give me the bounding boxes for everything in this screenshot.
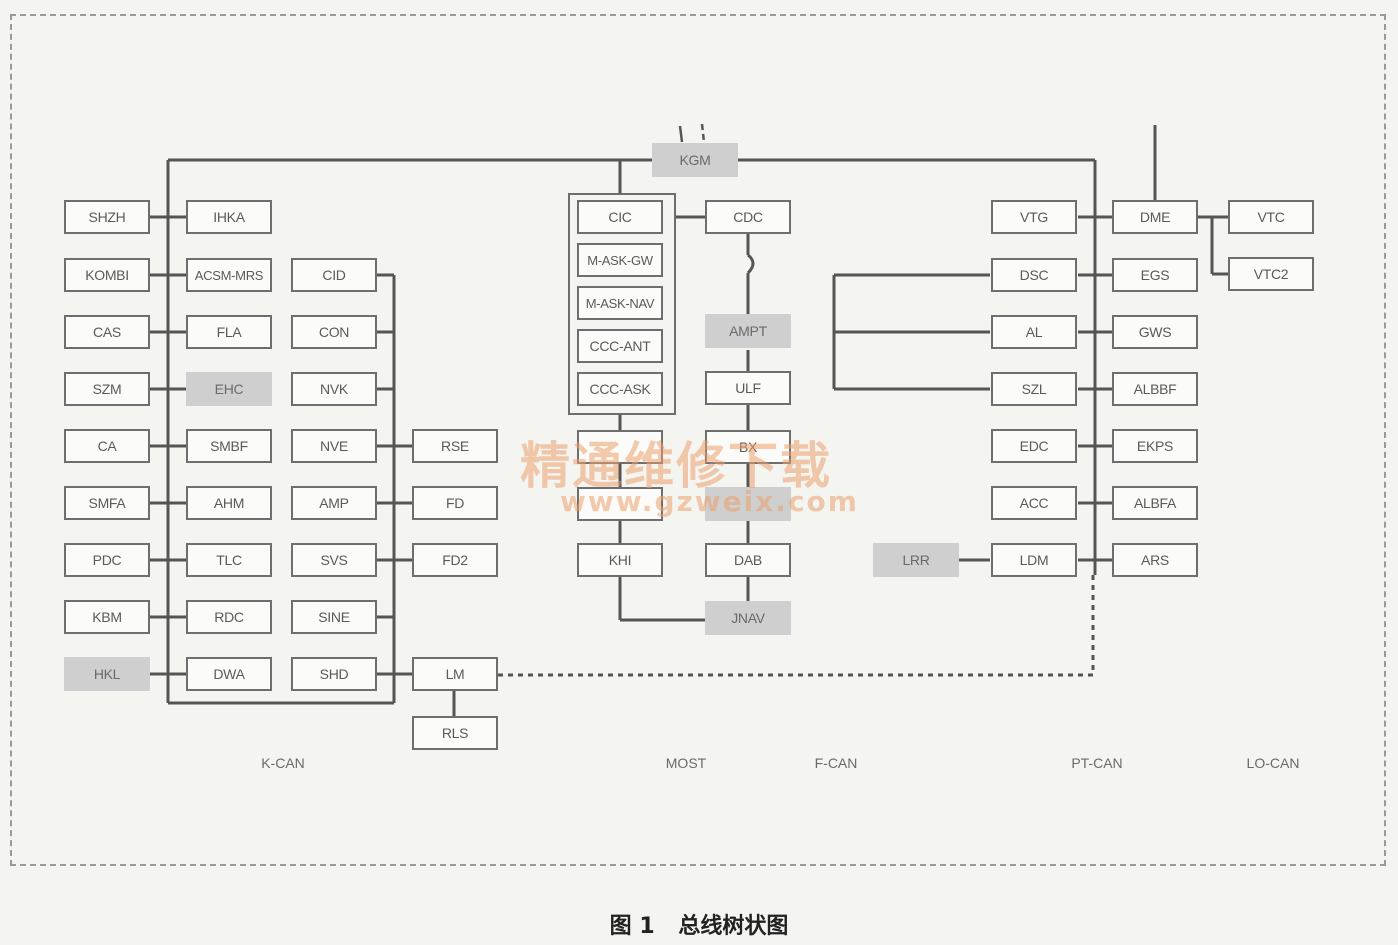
module-box: SMFA — [64, 486, 150, 520]
module-box: BX — [705, 430, 791, 464]
module-box: TLC — [186, 543, 272, 577]
module-box: VTC — [1228, 200, 1314, 234]
module-box — [577, 430, 663, 464]
module-box: CON — [291, 315, 377, 349]
module-box: CAS — [64, 315, 150, 349]
module-box: NVE — [291, 429, 377, 463]
watermark-url: www.gzweix.com — [560, 485, 859, 518]
module-box: RDC — [186, 600, 272, 634]
module-box: VTG — [991, 200, 1077, 234]
bus-label-most: MOST — [665, 755, 707, 771]
module-box: DME — [1112, 200, 1198, 234]
watermark-text: 精通维修下载 — [520, 437, 832, 495]
module-box: DWA — [186, 657, 272, 691]
module-box: SVS — [291, 543, 377, 577]
figure-number: 图 1 — [609, 914, 655, 939]
module-box: KHI — [577, 543, 663, 577]
module-box: VTC2 — [1228, 257, 1314, 291]
module-box: FD2 — [412, 543, 498, 577]
diagram-frame — [10, 14, 1386, 866]
module-box: HKL — [64, 657, 150, 691]
module-box: CIC — [577, 200, 663, 234]
module-box: KBM — [64, 600, 150, 634]
module-box: ACSM-MRS — [186, 258, 272, 292]
bus-label-k-can: K-CAN — [261, 755, 305, 771]
module-box: EKPS — [1112, 429, 1198, 463]
module-box: M-ASK-NAV — [577, 286, 663, 320]
module-box — [577, 487, 663, 521]
module-box: CDC — [705, 200, 791, 234]
module-box: SZM — [64, 372, 150, 406]
module-box: ULF — [705, 371, 791, 405]
module-box: LRR — [873, 543, 959, 577]
module-box: EDC — [991, 429, 1077, 463]
most-group-frame — [568, 193, 676, 415]
module-box: SZL — [991, 372, 1077, 406]
gateway-box: KGM — [652, 143, 738, 177]
module-box: DSC — [991, 258, 1077, 292]
module-box — [705, 487, 791, 521]
module-box: NVK — [291, 372, 377, 406]
module-box: SINE — [291, 600, 377, 634]
module-box: ARS — [1112, 543, 1198, 577]
module-box: ACC — [991, 486, 1077, 520]
module-box: IHKA — [186, 200, 272, 234]
module-box: AHM — [186, 486, 272, 520]
module-box: CA — [64, 429, 150, 463]
module-box: LM — [412, 657, 498, 691]
module-box: M-ASK-GW — [577, 243, 663, 277]
module-box: AMPT — [705, 314, 791, 348]
module-box: SHD — [291, 657, 377, 691]
module-box: AL — [991, 315, 1077, 349]
module-box: FD — [412, 486, 498, 520]
module-box: LDM — [991, 543, 1077, 577]
module-box: DAB — [705, 543, 791, 577]
module-box: CCC-ASK — [577, 372, 663, 406]
module-box: SMBF — [186, 429, 272, 463]
bus-label-pt-can: PT-CAN — [1071, 755, 1123, 771]
module-box: ALBFA — [1112, 486, 1198, 520]
module-box: RLS — [412, 716, 498, 750]
module-box: RSE — [412, 429, 498, 463]
module-box: FLA — [186, 315, 272, 349]
bus-label-f-can: F-CAN — [814, 755, 858, 771]
module-box: SHZH — [64, 200, 150, 234]
bus-label-lo-can: LO-CAN — [1246, 755, 1300, 771]
module-box: PDC — [64, 543, 150, 577]
figure-title: 总线树状图 — [678, 914, 789, 939]
figure-caption: 图 1 总线树状图 — [0, 908, 1398, 940]
module-box: JNAV — [705, 601, 791, 635]
module-box: EHC — [186, 372, 272, 406]
module-box: ALBBF — [1112, 372, 1198, 406]
module-box: KOMBI — [64, 258, 150, 292]
module-box: AMP — [291, 486, 377, 520]
module-box: GWS — [1112, 315, 1198, 349]
module-box: CID — [291, 258, 377, 292]
module-box: EGS — [1112, 258, 1198, 292]
module-box: CCC-ANT — [577, 329, 663, 363]
